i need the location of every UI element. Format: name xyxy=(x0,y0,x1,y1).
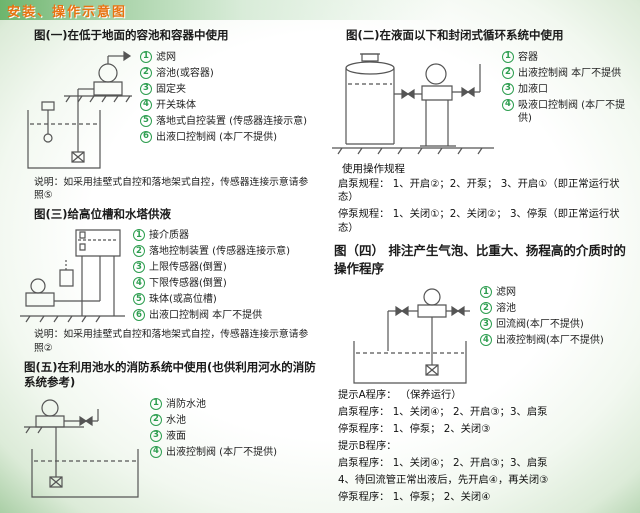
figure-2-section: 图(二)在液面以下和封闭式循环系统中使用 xyxy=(332,28,632,236)
figure-3-note: 说明：如采用挂壁式自控和落地架式自控，传感器连接示意请参照② xyxy=(34,329,309,355)
content: 图(一)在低于地面的容池和容器中使用 xyxy=(0,20,640,508)
figure-4-start-procedure-b: 启泵程序： 1、关闭④； 2、开启③；3、启泵 xyxy=(338,456,548,469)
circled-number: 1 xyxy=(140,50,152,63)
figure-2-start-procedure: 启泵规程： 1、开启②；2、开泵； 3、开启①（即正常运行状态） xyxy=(338,177,620,204)
figure-4-return-line-diagram xyxy=(332,281,472,389)
circled-number: 2 xyxy=(133,245,145,258)
page-title: 安装、操作示意图 xyxy=(7,4,128,20)
figure-1-section: 图(一)在低于地面的容池和容器中使用 xyxy=(20,28,320,203)
figure-2-stop-procedure: 停泵规程： 1、关闭①；2、关闭②； 3、停泵（即正常运行状态） xyxy=(338,208,620,235)
figure-4-title: 图（四） 排注产生气泡、比重大、扬程高的介质时的操作程序 xyxy=(334,243,626,277)
figure-4-stop-procedure-a: 停泵程序： 1、停泵； 2、关闭③ xyxy=(338,423,491,436)
header-bar: 安装、操作示意图 xyxy=(0,0,640,20)
figure-4-section: 图（四） 排注产生气泡、比重大、扬程高的介质时的操作程序 xyxy=(332,242,632,504)
circled-number: 6 xyxy=(140,130,152,143)
left-column: 图(一)在低于地面的容池和容器中使用 xyxy=(20,24,320,508)
circled-number: 4 xyxy=(502,98,514,111)
figure-3-water-tower-diagram xyxy=(20,224,125,326)
circled-number: 3 xyxy=(140,82,152,95)
circled-number: 3 xyxy=(133,261,145,274)
circled-number: 3 xyxy=(480,318,492,331)
circled-number: 1 xyxy=(502,50,514,63)
figure-2-closed-system-diagram xyxy=(332,46,494,158)
circled-number: 1 xyxy=(133,229,145,242)
circled-number: 1 xyxy=(150,397,162,410)
circled-number: 5 xyxy=(133,293,145,306)
figure-2-procedures-title: 使用操作规程 xyxy=(342,162,405,175)
figure-2-title: 图(二)在液面以下和封闭式循环系统中使用 xyxy=(346,28,564,42)
circled-number: 4 xyxy=(133,277,145,290)
figure-1-pump-pit-diagram xyxy=(20,50,132,174)
figure-5-fire-pool-diagram xyxy=(20,393,142,501)
circled-number: 4 xyxy=(480,334,492,347)
circled-number: 2 xyxy=(140,66,152,79)
figure-5-title: 图(五)在利用池水的消防系统中使用(也供利用河水的消防系统参考) xyxy=(24,359,316,390)
right-column: 图(二)在液面以下和封闭式循环系统中使用 xyxy=(332,24,632,508)
figure-1-note: 说明：如采用挂壁式自控和落地架式自控，传感器连接示意请参照⑤ xyxy=(34,176,309,202)
figure-4-hint-a-title: 提示A程序： （保养运行） xyxy=(338,389,462,402)
figure-4-stop-procedure-b: 停泵程序： 1、停泵； 2、关闭④ xyxy=(338,490,491,503)
circled-number: 4 xyxy=(140,98,152,111)
circled-number: 6 xyxy=(133,309,145,322)
circled-number: 1 xyxy=(480,286,492,299)
figure-3-section: 图(三)给高位槽和水塔供液 xyxy=(20,207,320,356)
circled-number: 2 xyxy=(502,66,514,79)
circled-number: 4 xyxy=(150,445,162,458)
circled-number: 2 xyxy=(480,302,492,315)
figure-5-section: 图(五)在利用池水的消防系统中使用(也供利用河水的消防系统参考) xyxy=(20,360,320,501)
figure-1-title: 图(一)在低于地面的容池和容器中使用 xyxy=(34,28,229,42)
circled-number: 5 xyxy=(140,114,152,127)
figure-4-hint-b-title: 提示B程序： xyxy=(338,440,397,452)
circled-number: 3 xyxy=(502,82,514,95)
circled-number: 3 xyxy=(150,429,162,442)
figure-4-start-procedure-b-step4: 4、待回流管正常出液后，先开启④，再关闭③ xyxy=(338,473,549,486)
figure-3-title: 图(三)给高位槽和水塔供液 xyxy=(34,206,172,221)
figure-4-start-procedure-a: 启泵程序： 1、关闭④； 2、开启③；3、启泵 xyxy=(338,406,548,419)
circled-number: 2 xyxy=(150,413,162,426)
